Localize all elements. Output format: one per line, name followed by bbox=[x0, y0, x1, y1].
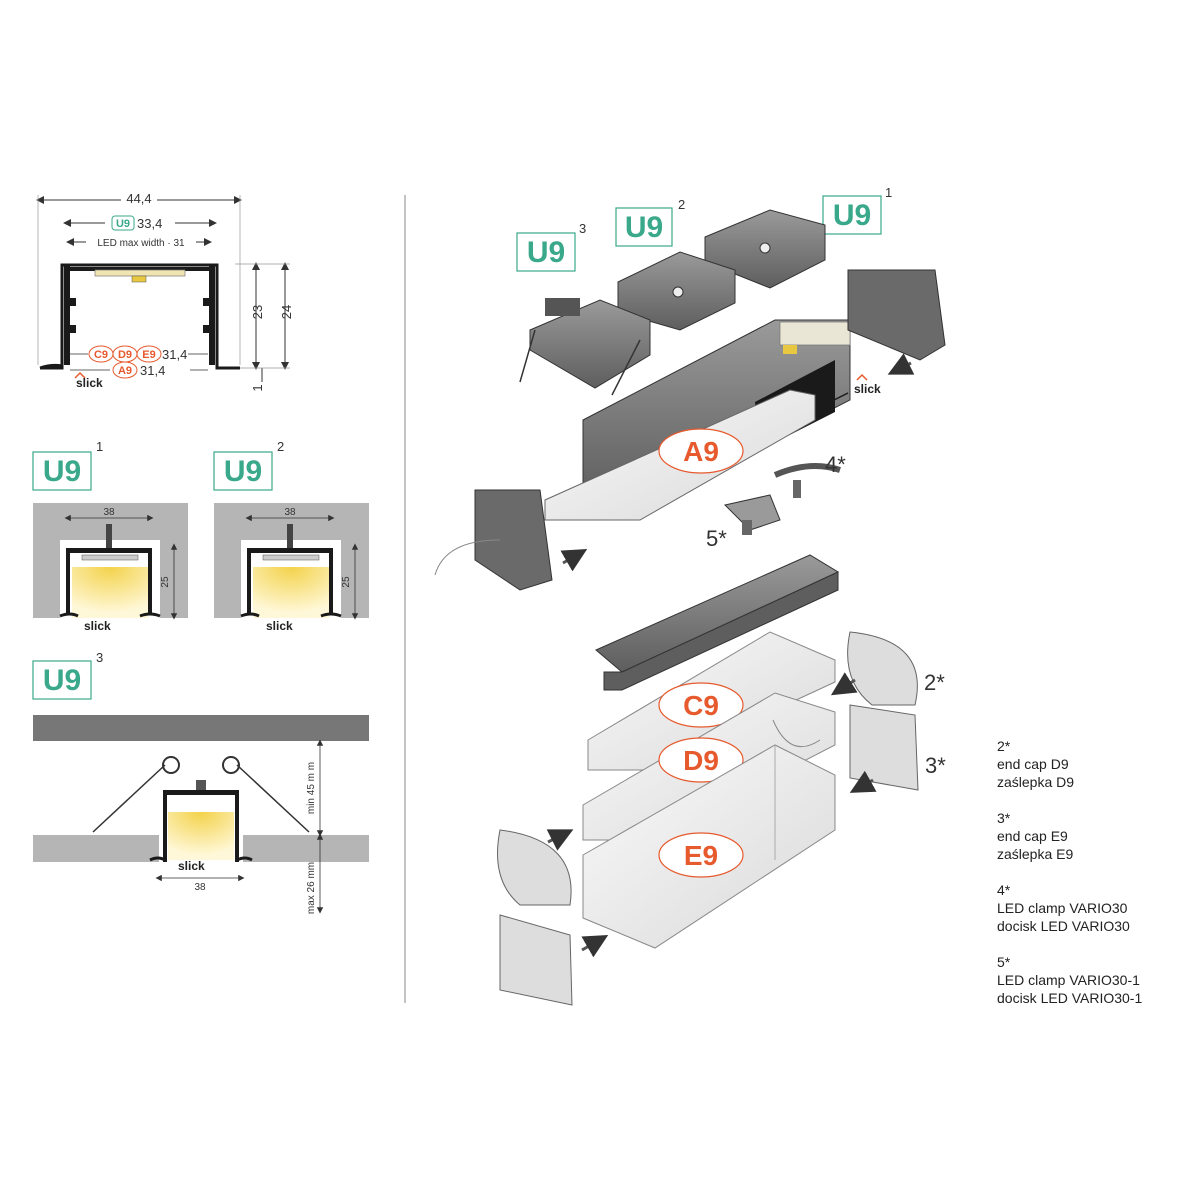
d9-label: D9 bbox=[683, 745, 719, 776]
d9-mini-badge: D9 bbox=[118, 349, 132, 361]
cap2-sup: 2 bbox=[678, 197, 685, 212]
variant1-width: 38 bbox=[103, 507, 115, 518]
c9-label: C9 bbox=[683, 690, 719, 721]
e9-label: E9 bbox=[684, 840, 718, 871]
c9-mini-badge: C9 bbox=[94, 349, 108, 361]
a9-label: A9 bbox=[683, 436, 719, 467]
variant-1: U9 1 38 25 slick bbox=[32, 439, 188, 633]
part4-label: 4* bbox=[825, 452, 846, 477]
main-cross-section: 44,4 U9 33,4 LED max width · 31 23 24 1 … bbox=[36, 190, 294, 392]
note-num: 5* bbox=[997, 954, 1011, 970]
note-en: end cap E9 bbox=[997, 828, 1068, 844]
note-pl: docisk LED VARIO30 bbox=[997, 918, 1130, 934]
cap1-sup: 1 bbox=[885, 185, 892, 200]
dim-height-1: 1 bbox=[250, 384, 265, 391]
variant2-slick: slick bbox=[266, 619, 293, 633]
dim-height-24: 24 bbox=[279, 305, 294, 319]
variant3-sup: 3 bbox=[96, 650, 103, 665]
note-en: end cap D9 bbox=[997, 756, 1069, 772]
note-num: 2* bbox=[997, 738, 1011, 754]
dim-a9-width: 31,4 bbox=[140, 363, 165, 378]
dim-led-max: LED max width · 31 bbox=[97, 238, 185, 249]
dim-outer-width: 44,4 bbox=[126, 191, 151, 206]
variant1-slick: slick bbox=[84, 619, 111, 633]
variant1-height: 25 bbox=[160, 576, 171, 588]
variant2-height: 25 bbox=[341, 576, 352, 588]
note-pl: zaślepka D9 bbox=[997, 774, 1075, 790]
note-num: 4* bbox=[997, 882, 1011, 898]
variant-2: U9 2 38 25 slick bbox=[213, 439, 369, 633]
dim-height-23: 23 bbox=[250, 305, 265, 319]
cap3-badge: U9 bbox=[527, 236, 565, 269]
variant3-depth-max: max 26 mm bbox=[306, 862, 317, 914]
variant3-depth-min: min 45 m m bbox=[306, 762, 317, 814]
variant1-badge: U9 bbox=[43, 455, 81, 488]
note-part-2: 2* end cap D9 zaślepka D9 bbox=[997, 737, 1187, 791]
variant1-sup: 1 bbox=[96, 439, 103, 454]
a9-mini-badge: A9 bbox=[118, 365, 132, 377]
dim-inner-width: 33,4 bbox=[137, 216, 162, 231]
parts-legend: 2* end cap D9 zaślepka D9 3* end cap E9 … bbox=[997, 737, 1187, 1025]
e9-mini-badge: E9 bbox=[142, 349, 155, 361]
variant2-badge: U9 bbox=[224, 455, 262, 488]
note-pl: docisk LED VARIO30-1 bbox=[997, 990, 1143, 1006]
variant2-width: 38 bbox=[284, 507, 296, 518]
note-en: LED clamp VARIO30-1 bbox=[997, 972, 1140, 988]
part3-label: 3* bbox=[925, 753, 946, 778]
note-en: LED clamp VARIO30 bbox=[997, 900, 1128, 916]
slick-logo: slick bbox=[76, 376, 103, 390]
u9-mini-badge: U9 bbox=[116, 218, 130, 230]
variant3-badge: U9 bbox=[43, 664, 81, 697]
part2-label: 2* bbox=[924, 670, 945, 695]
cap2-badge: U9 bbox=[625, 211, 663, 244]
cap3-sup: 3 bbox=[579, 221, 586, 236]
note-pl: zaślepka E9 bbox=[997, 846, 1074, 862]
dim-diffuser-width: 31,4 bbox=[162, 347, 187, 362]
exploded-slick: slick bbox=[854, 382, 881, 396]
exploded-view: U9 3 U9 2 U9 1 A9 slick bbox=[434, 185, 946, 1006]
part5-label: 5* bbox=[706, 526, 727, 551]
variant3-slick: slick bbox=[178, 859, 205, 873]
variant2-sup: 2 bbox=[277, 439, 284, 454]
variant3-width: 38 bbox=[194, 882, 206, 893]
note-part-3: 3* end cap E9 zaślepka E9 bbox=[997, 809, 1187, 863]
note-num: 3* bbox=[997, 810, 1011, 826]
note-part-5: 5* LED clamp VARIO30-1 docisk LED VARIO3… bbox=[997, 953, 1187, 1007]
cap1-badge: U9 bbox=[833, 199, 871, 232]
variant-3: U9 3 38 min 45 m m max 26 mm slick bbox=[32, 650, 369, 914]
note-part-4: 4* LED clamp VARIO30 docisk LED VARIO30 bbox=[997, 881, 1187, 935]
